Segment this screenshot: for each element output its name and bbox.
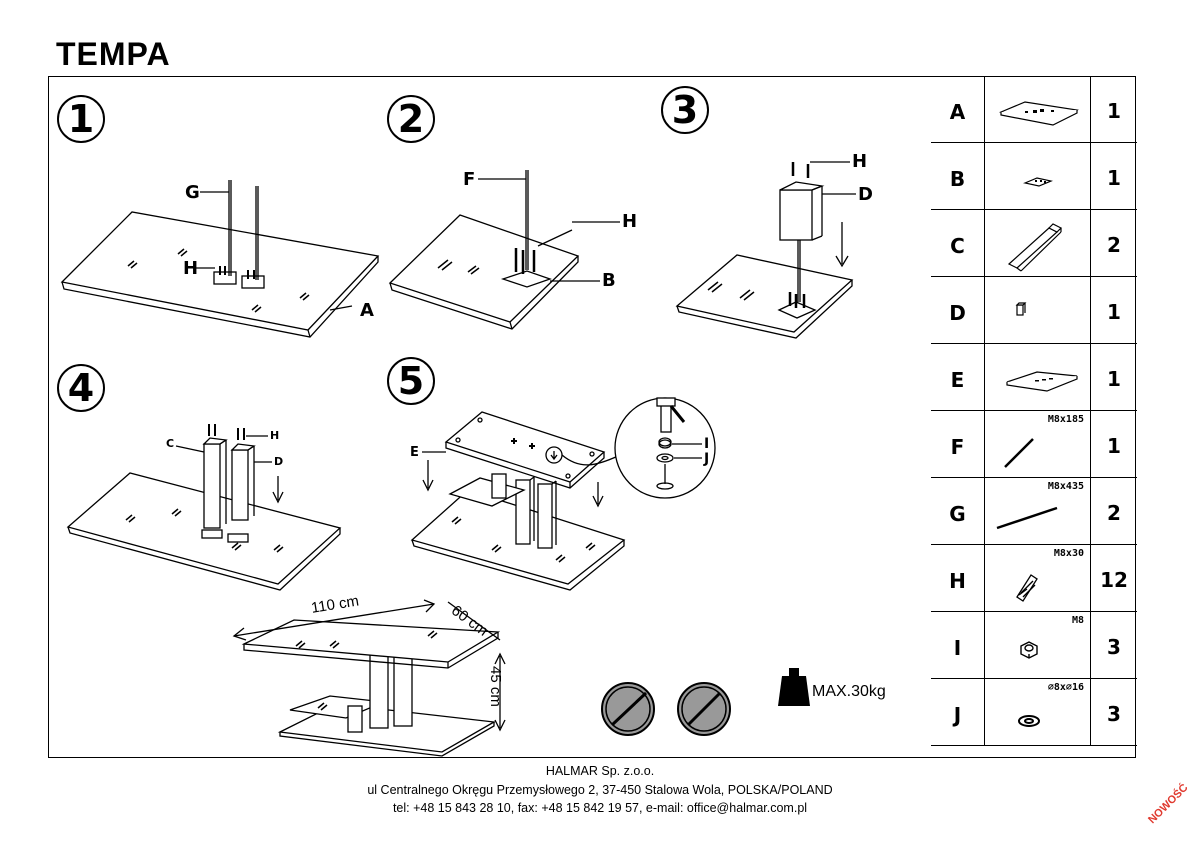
part-letter: G [931,478,985,544]
label-s4-d: D [274,455,284,468]
step-1-drawing [60,180,380,338]
label-s3-h: H [852,151,868,172]
part-spec: M8x185 [1047,414,1084,425]
label-s5-i: I [704,436,710,452]
label-s1-g: G [185,182,200,203]
part-qty: 12 [1100,568,1128,592]
step-2-drawing [388,170,620,330]
part-row-b: B 1 [931,143,1137,210]
glass-shelf-icon [985,344,1091,410]
label-s5-e: E [410,445,419,460]
label-s4-c: C [166,437,175,450]
part-qty: 1 [1107,367,1121,391]
step-4-drawing [66,424,342,591]
label-s4-h: H [270,429,280,442]
part-letter: H [931,545,985,611]
threaded-rod-icon: M8x185 [985,411,1091,477]
label-s1-a: A [360,300,374,321]
part-spec: ⌀8x⌀16 [1047,682,1084,693]
part-row-d: D 1 [931,277,1137,344]
short-leg-icon [985,277,1091,343]
assembly-illustration [60,161,856,757]
label-s2-h: H [622,211,638,232]
part-qty: 1 [1107,166,1121,190]
part-spec: M8x30 [1053,548,1084,559]
part-spec: M8 [1071,615,1084,626]
part-spec: M8x435 [1047,481,1084,492]
part-row-a: A 1 [931,76,1137,143]
step-3-drawing [675,161,856,339]
label-s2-f: F [463,169,476,190]
part-row-j: J ⌀8x⌀16 3 [931,679,1137,746]
part-qty: 2 [1107,233,1121,257]
finished-table-drawing [232,599,506,757]
part-row-g: G M8x435 2 [931,478,1137,545]
mounting-plate-icon [985,143,1091,209]
part-qty: 3 [1107,635,1121,659]
part-row-i: I M8 3 [931,612,1137,679]
step-number-2: 2 [387,95,435,143]
label-s1-h: H [183,258,199,279]
part-letter: B [931,143,985,209]
part-letter: J [931,679,985,745]
part-letter: E [931,344,985,410]
step-5-drawing [410,397,716,591]
part-qty: 2 [1107,501,1121,525]
glass-top-icon [985,76,1091,142]
nut-icon: M8 [985,612,1091,678]
label-s2-b: B [602,270,616,291]
step-number-1: 1 [57,95,105,143]
step-number-3: 3 [661,86,709,134]
part-qty: 3 [1107,702,1121,726]
footer-company: HALMAR Sp. z.o.o. [545,764,655,778]
bolt-icon: M8x30 [985,545,1091,611]
weight-icon [778,668,810,706]
part-letter: D [931,277,985,343]
step-number-4: 4 [57,364,105,412]
dimension-height: 45 cm [487,666,504,707]
part-qty: 1 [1107,300,1121,324]
part-letter: C [931,210,985,276]
part-row-c: C 2 [931,210,1137,277]
footer-address: ul Centralnego Okręgu Przemysłowego 2, 3… [367,783,833,797]
part-row-e: E 1 [931,344,1137,411]
part-letter: I [931,612,985,678]
footer-contact: tel: +48 15 843 28 10, fax: +48 15 842 1… [392,801,808,815]
label-s3-d: D [858,184,873,205]
part-letter: A [931,76,985,142]
leg-column-icon [985,210,1091,276]
document-title: TEMPA [56,36,171,72]
no-standing-icon [677,682,731,736]
part-letter: F [931,411,985,477]
step-number-5: 5 [387,357,435,405]
washer-icon: ⌀8x⌀16 [985,679,1091,745]
instruction-frame [48,76,1136,758]
part-qty: 1 [1107,99,1121,123]
part-row-h: H M8x30 12 [931,545,1137,612]
label-s5-j: J [704,451,710,467]
part-qty: 1 [1107,434,1121,458]
no-sitting-icon [601,682,655,736]
threaded-rod-icon: M8x435 [985,478,1091,544]
max-load-label: MAX.30kg [812,683,886,700]
part-row-f: F M8x185 1 [931,411,1137,478]
